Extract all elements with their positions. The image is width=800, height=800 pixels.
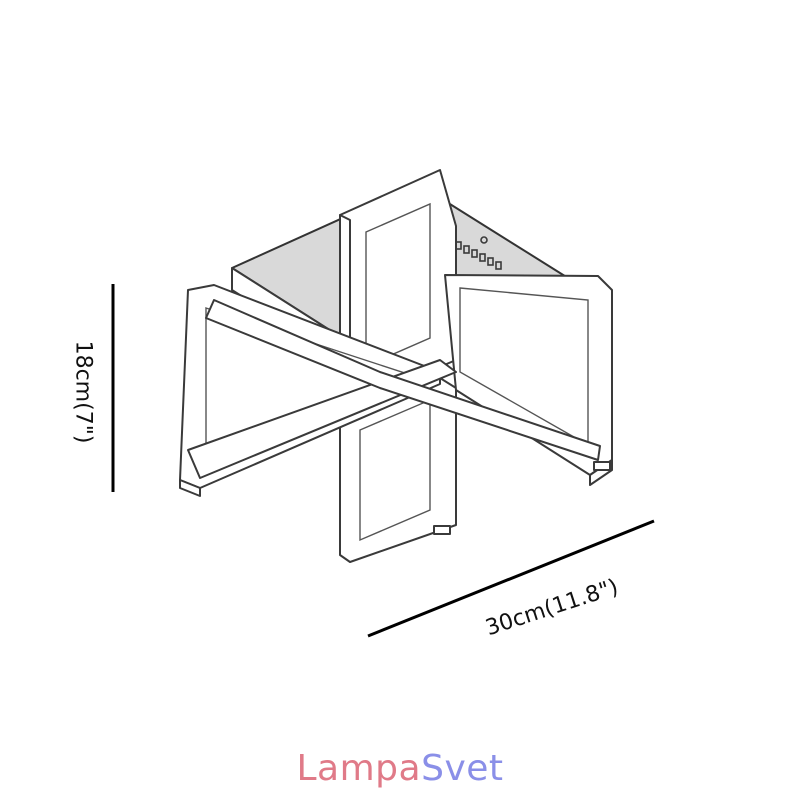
crossbar-right [205,299,601,461]
height-label: 18cm(7") [70,340,96,444]
width-dimension-line [367,519,655,638]
ceiling-lamp-illustration [179,169,613,563]
brand-logo: LampaSvet [0,748,800,789]
control-buttons [455,236,502,270]
foot [433,525,451,535]
brand-logo-part2: Svet [421,748,504,789]
foot [593,461,611,471]
brand-logo-part1: Lampa [296,748,422,789]
